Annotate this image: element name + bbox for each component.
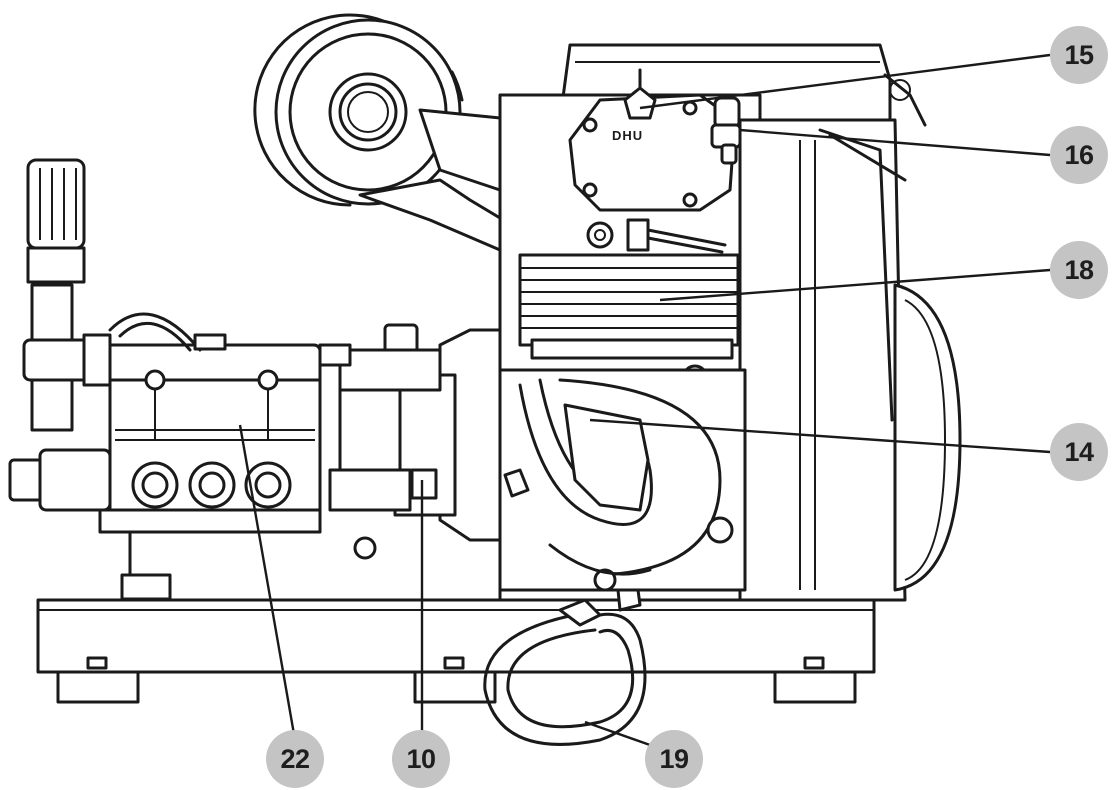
leader-18 xyxy=(659,268,1051,302)
leader-19 xyxy=(584,720,651,747)
callout-15: 15 xyxy=(1050,26,1108,84)
callout-16: 16 xyxy=(1050,126,1108,184)
base-frame xyxy=(36,598,876,704)
callout-14: 14 xyxy=(1050,423,1108,481)
leader-16 xyxy=(739,128,1051,157)
hose-14 xyxy=(503,378,653,576)
callout-10: 10 xyxy=(392,730,450,788)
leader-15 xyxy=(639,53,1051,110)
engine-brand-text: DHU xyxy=(612,128,643,143)
pump-manifold xyxy=(98,312,322,601)
callout-22: 22 xyxy=(266,730,324,788)
hose-19 xyxy=(483,588,647,746)
leader-lines xyxy=(238,53,1051,747)
leader-14 xyxy=(589,418,1051,454)
leader-22 xyxy=(238,424,297,741)
callout-18: 18 xyxy=(1050,241,1108,299)
callout-19: 19 xyxy=(645,730,703,788)
recoil-starter xyxy=(253,13,562,252)
cylinder-fins xyxy=(518,253,740,392)
ignition-cover: DHU xyxy=(568,68,742,254)
unloader-valve xyxy=(8,158,112,512)
gearbox xyxy=(318,323,502,560)
